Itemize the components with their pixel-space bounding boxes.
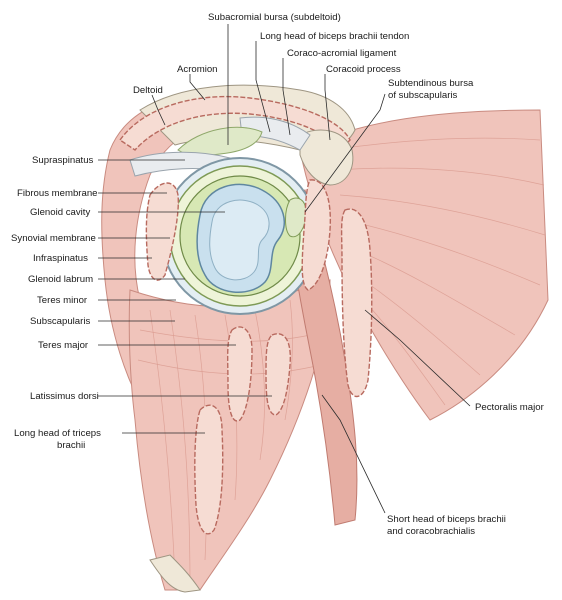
subscapularis-cut <box>301 179 332 291</box>
label-subscapularis: Subscapularis <box>30 316 90 327</box>
anatomy-illustration <box>101 84 549 593</box>
label-long-head-biceps-tendon: Long head of biceps brachii tendon <box>260 31 409 42</box>
infraspinatus-cut <box>145 182 180 281</box>
label-long-head-triceps-line2: brachii <box>57 440 85 451</box>
coracoid-process-bone <box>299 129 354 186</box>
arm-muscles <box>128 279 331 591</box>
label-subacromial-bursa: Subacromial bursa (subdeltoid) <box>208 12 341 23</box>
humerus-tip <box>149 554 201 593</box>
label-deltoid: Deltoid <box>133 85 163 96</box>
label-acromion: Acromion <box>177 64 218 75</box>
label-coraco-acromial-ligament: Coraco-acromial ligament <box>287 48 397 59</box>
label-short-head-biceps-line1: Short head of biceps brachii <box>387 514 506 525</box>
pectoralis-major-cut <box>340 208 373 398</box>
long-head-triceps-cut <box>194 404 224 535</box>
label-subtendinous-bursa-line1: Subtendinous bursa <box>388 78 474 89</box>
label-pectoralis-major: Pectoralis major <box>475 402 545 413</box>
label-synovial-membrane: Synovial membrane <box>11 233 96 244</box>
labels: Subacromial bursa (subdeltoid) Long head… <box>11 12 545 537</box>
glenoid-cavity-inner <box>209 199 270 281</box>
label-teres-major: Teres major <box>38 340 89 351</box>
label-subtendinous-bursa-line2: of subscapularis <box>388 90 458 101</box>
label-teres-minor: Teres minor <box>37 295 88 306</box>
label-coracoid-process: Coracoid process <box>326 64 401 75</box>
label-glenoid-labrum: Glenoid labrum <box>28 274 93 285</box>
label-glenoid-cavity: Glenoid cavity <box>30 207 90 218</box>
label-infraspinatus: Infraspinatus <box>33 253 88 264</box>
leader-lines <box>98 24 471 514</box>
label-short-head-biceps-line2: and coracobrachialis <box>387 526 475 537</box>
label-supraspinatus: Supraspinatus <box>32 155 94 166</box>
latissimus-dorsi-cut <box>265 333 291 416</box>
subtendinous-bursa-shape <box>285 197 307 238</box>
label-latissimus-dorsi: Latissimus dorsi <box>30 391 99 402</box>
label-fibrous-membrane: Fibrous membrane <box>17 188 98 199</box>
pectoralis-major-muscle <box>299 109 549 421</box>
label-long-head-triceps-line1: Long head of triceps <box>14 428 101 439</box>
teres-major-cut <box>226 326 253 422</box>
